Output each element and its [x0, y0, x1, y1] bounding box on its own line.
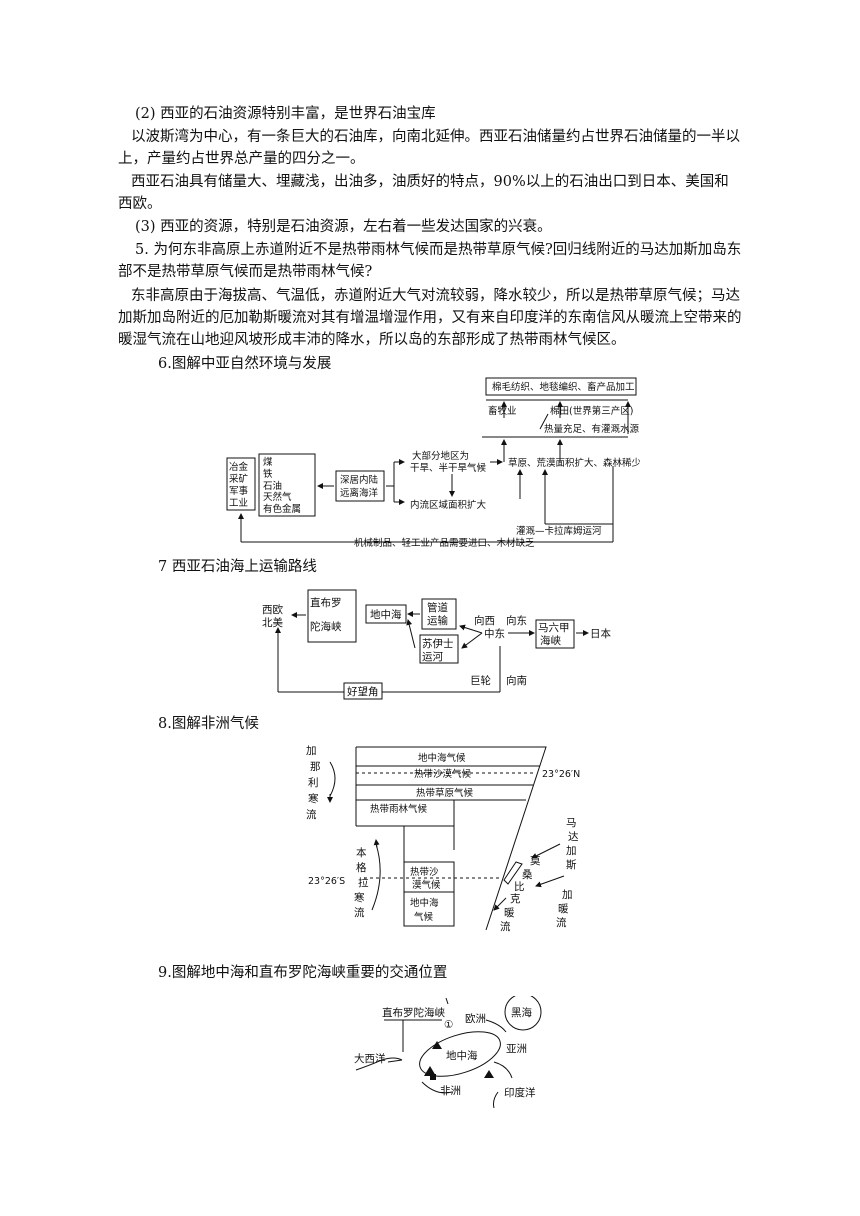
question-5: 5. 为何东非高原上赤道附近不是热带雨林气候而是热带草原气候?回归线附近的马达加… [118, 242, 742, 280]
heading-8: 8.图解非洲气候 [158, 716, 259, 732]
resource-1: 煤 [263, 456, 273, 468]
mozambique-2: 桑 [522, 869, 533, 881]
desert-south-2: 漠气候 [412, 879, 441, 891]
location-2: 远离海洋 [340, 487, 379, 499]
west-2: 北美 [262, 616, 283, 629]
industry-1: 冶金 [229, 461, 249, 473]
africa-climate-diagram: 地中海气候 热带沙漠气候 热带草原气候 热带雨林气候 23°26′N 23°26… [306, 745, 580, 933]
resource-4: 天然气 [263, 491, 292, 503]
indian-ocean-label: 印度洋 [504, 1086, 536, 1099]
mozambique-1: 莫 [530, 855, 541, 867]
madagascar-4: 斯 [566, 858, 577, 871]
rainforest: 热带雨林气候 [370, 803, 428, 815]
canary-3: 利 [308, 777, 319, 789]
europe-label: 欧洲 [465, 1013, 486, 1025]
med-south-2: 气候 [414, 911, 434, 923]
madagascar-5: 加 [562, 889, 573, 901]
canary-2: 那 [310, 761, 321, 773]
suez-2: 运河 [422, 651, 443, 663]
benguela-2: 格 [356, 861, 367, 874]
import-label: 机械制品、轻工业产品需要进口、木材缺乏 [354, 537, 535, 549]
warm-2: 流 [500, 920, 511, 933]
paragraph-2: (2) 西亚的石油资源特别丰富，是世界石油宝库 [135, 106, 436, 122]
suez-1: 苏伊士 [422, 637, 454, 650]
med-north: 地中海气候 [418, 752, 466, 764]
canary-5: 流 [306, 808, 317, 821]
industry-2: 采矿 [229, 473, 249, 485]
paragraph-oil-belt: 以波斯湾为中心，有一条巨大的石油库，向南北延伸。西亚石油储量约占世界石油储量的一… [118, 129, 740, 167]
pipe-1: 管道 [427, 601, 448, 614]
textile-label: 棉毛纺织、地毯编织、畜产品加工 [492, 381, 635, 393]
location-1: 深居内陆 [340, 474, 379, 486]
livestock-label: 畜牧业 [488, 405, 517, 417]
heading-7: 7 西亚石油海上运输路线 [158, 559, 317, 575]
heat-label: 热量充足、有灌溉水源 [544, 423, 640, 435]
desert-north: 热带沙漠气候 [414, 768, 472, 780]
madagascar-7: 流 [556, 916, 567, 929]
west-1: 西欧 [262, 604, 283, 616]
canary-1: 加 [306, 745, 317, 757]
madagascar-3: 加 [566, 845, 577, 857]
answer-5: 东非高原由于海拔高、气温低，赤道附近大气对流较弱，降水较少，所以是热带草原气候；… [118, 288, 742, 348]
heading-9: 9.图解地中海和直布罗陀海峡重要的交通位置 [158, 965, 448, 981]
south-label: 向南 [506, 674, 527, 687]
gibraltar-1: 直布罗 [310, 596, 342, 609]
paragraph-3: (3) 西亚的资源，特别是石油资源，左右着一些发达国家的兴衰。 [135, 219, 552, 235]
warm-1: 暖 [504, 906, 515, 919]
madagascar-6: 暖 [558, 902, 569, 915]
cotton-label: 棉田(世界第三产区) [550, 405, 633, 417]
east-label: 向东 [506, 614, 527, 627]
industry-4: 工业 [229, 498, 248, 509]
asia-label: 亚洲 [506, 1043, 527, 1055]
tanker-label: 巨轮 [470, 674, 491, 687]
savanna: 热带草原气候 [416, 787, 474, 799]
benguela-4: 寒 [354, 891, 365, 904]
lat-south: 23°26′S [308, 876, 345, 887]
gibraltar-label: 直布罗陀海峡 [382, 1006, 445, 1019]
inland-label: 内流区域面积扩大 [410, 499, 487, 511]
central-asia-diagram: 棉毛纺织、地毯编织、畜产品加工 畜牧业 棉田(世界第三产区) 热量充足、有灌溉水… [226, 377, 640, 549]
oil-route-diagram: 直布罗 陀海峡 西欧 北美 地中海 管道 运输 苏伊士 运河 向西 中东 向东 … [262, 589, 611, 700]
med-sea-label: 地中海 [446, 1049, 478, 1062]
pipe-2: 运输 [427, 614, 448, 627]
med-label: 地中海 [370, 608, 402, 621]
lat-north: 23°26′N [542, 769, 580, 780]
resource-3: 石油 [263, 480, 282, 492]
atlantic-label: 大西洋 [354, 1052, 386, 1065]
canal-label: 灌溉—卡拉库姆运河 [516, 525, 602, 537]
mideast-1: 向西 [474, 614, 495, 627]
malacca-1: 马六甲 [538, 622, 570, 634]
grass-label: 草原、荒漠面积扩大、森林稀少 [508, 457, 640, 469]
africa-label: 非洲 [440, 1085, 461, 1097]
japan-label: 日本 [590, 627, 611, 640]
benguela-3: 拉 [358, 876, 369, 889]
marker-1: ① [444, 1019, 453, 1031]
malacca-2: 海峡 [540, 634, 561, 647]
climate-1: 大部分地区为 [412, 450, 469, 462]
madagascar-1: 马 [566, 817, 577, 829]
paragraph-oil-features: 西亚石油具有储量大、埋藏浅，出油多，油质好的特点，90%以上的石油出口到日本、美… [118, 174, 729, 212]
mozambique-4: 克 [510, 893, 521, 905]
heading-6: 6.图解中亚自然环境与发展 [158, 356, 332, 372]
benguela-5: 流 [354, 906, 365, 919]
desert-south-1: 热带沙 [410, 866, 439, 878]
canary-4: 寒 [308, 792, 319, 805]
resource-2: 铁 [263, 468, 273, 480]
black-sea-label: 黑海 [511, 1006, 532, 1019]
resource-5: 有色金属 [263, 503, 301, 515]
mideast-2: 中东 [484, 627, 505, 640]
med-south-1: 地中海 [410, 897, 439, 909]
benguela-1: 本 [356, 846, 367, 859]
mozambique-3: 比 [514, 880, 525, 893]
climate-2: 干旱、半干旱气候 [410, 462, 487, 474]
mediterranean-diagram: 直布罗陀海峡 欧洲 黑海 ① 大西洋 地中海 亚洲 非洲 印度洋 [354, 996, 542, 1108]
gibraltar-2: 陀海峡 [310, 620, 342, 633]
industry-3: 军事 [229, 485, 249, 497]
madagascar-2: 达 [568, 831, 579, 843]
cape-label: 好望角 [347, 685, 379, 698]
